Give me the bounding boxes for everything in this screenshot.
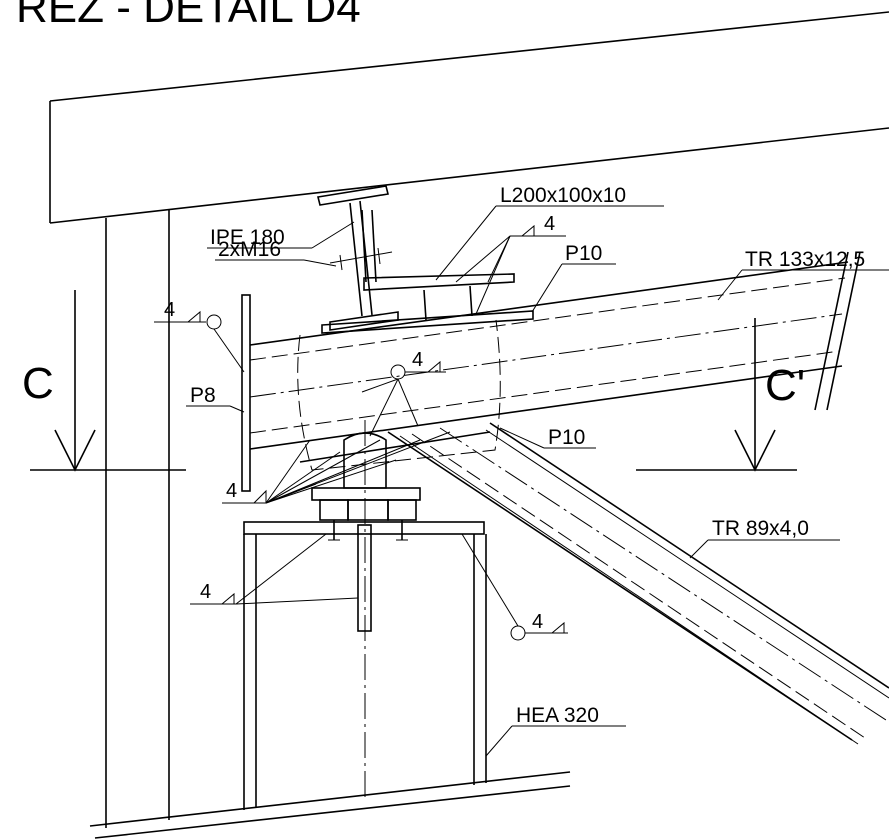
- side-plate-p8: [241, 294, 251, 492]
- weld-symbol-6: 4: [461, 533, 568, 641]
- label-plate-side: P8: [186, 384, 245, 413]
- floor-lines: [89, 771, 571, 839]
- section-label-c: C: [22, 359, 54, 408]
- label-plate-top: P10: [531, 242, 616, 313]
- roof-beam: [49, 11, 889, 224]
- weld-size-6: 4: [532, 611, 543, 633]
- bolt-marker: [329, 247, 393, 271]
- angle-l200: [361, 209, 515, 321]
- label-tube-diag: TR 89x4,0: [689, 517, 840, 559]
- label-plate-bottom-text: P10: [548, 426, 585, 449]
- label-column-text: HEA 320: [516, 704, 599, 727]
- label-angle-text: L200x100x10: [500, 184, 626, 207]
- gusset-plate: [297, 319, 501, 471]
- label-ipe-180: IPE 180: [207, 221, 355, 249]
- section-mark-c-prime: C': [636, 318, 805, 472]
- weld-size-4: 4: [226, 480, 237, 502]
- label-plate-bottom: P10: [499, 426, 596, 449]
- weld-symbol-5: 4: [190, 533, 359, 605]
- weld-size-5: 4: [200, 581, 211, 603]
- weld-symbol-4: 4: [222, 431, 451, 504]
- section-mark-c: C: [22, 290, 186, 472]
- anchor-rod: [357, 524, 372, 632]
- wall-lines: [105, 210, 170, 828]
- bolt-assembly: [311, 432, 421, 541]
- main-tube: [249, 251, 861, 450]
- label-column: HEA 320: [485, 704, 626, 757]
- label-tube-diag-text: TR 89x4,0: [712, 517, 809, 540]
- label-ipe-180-text: IPE 180: [210, 226, 285, 249]
- drawing-title: ŘEZ - DETAIL D4: [16, 0, 361, 32]
- section-label-c-prime: C': [765, 361, 805, 410]
- hea-column: [243, 420, 487, 810]
- weld-size-3: 4: [412, 349, 423, 371]
- label-angle: L200x100x10: [435, 184, 664, 281]
- label-bolts-text: 2xM16: [218, 238, 281, 261]
- label-plate-top-text: P10: [565, 242, 602, 265]
- weld-size-1: 4: [544, 213, 555, 235]
- label-bolts: 2xM16: [215, 238, 337, 267]
- top-plate-p10: [321, 310, 534, 334]
- diagonal-tube: [387, 422, 889, 745]
- weld-symbol-3: 4: [361, 349, 446, 437]
- label-plate-side-text: P8: [190, 384, 216, 407]
- label-tube-top: TR 133x12,5: [717, 248, 889, 301]
- weld-symbol-2: 4: [154, 299, 245, 373]
- weld-symbol-1: 4: [455, 213, 566, 315]
- weld-size-2: 4: [164, 299, 175, 321]
- label-tube-top-text: TR 133x12,5: [745, 248, 865, 271]
